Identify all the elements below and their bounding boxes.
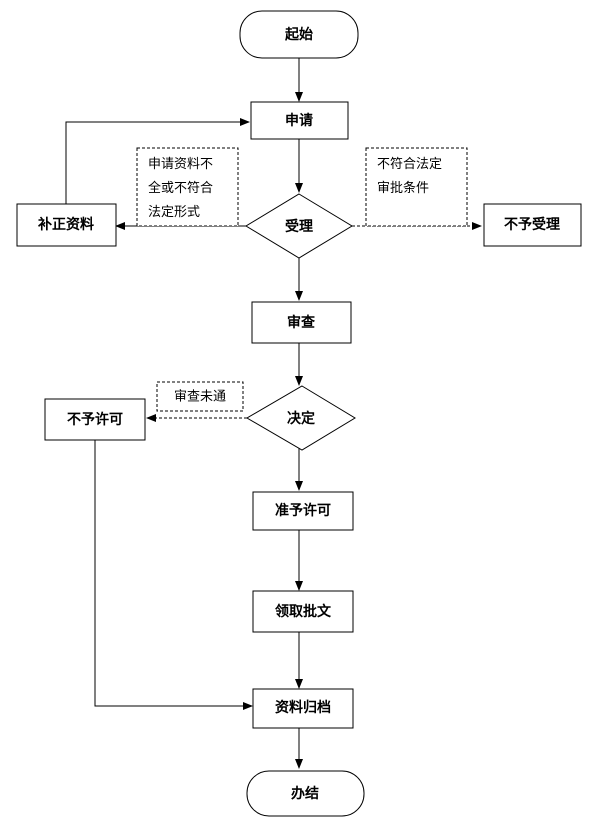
node-review-label: 审查 [287, 314, 316, 331]
node-deny-permit: 不予许可 [44, 398, 146, 441]
node-reject-accept: 不予受理 [483, 203, 582, 247]
arrow-deny-to-archive [94, 440, 253, 710]
note-incomplete-line-1: 申请资料不 [148, 157, 213, 172]
note-review-failed: 审查未通 [156, 381, 244, 412]
note-incomplete: 申请资料不 全或不符合 法定形式 [136, 147, 239, 227]
node-accept: 受理 [245, 193, 353, 259]
node-supplement: 补正资料 [16, 203, 117, 247]
node-end-label: 办结 [291, 785, 319, 802]
node-archive: 资料归档 [252, 688, 354, 729]
node-supplement-label: 补正资料 [37, 216, 94, 233]
node-decide: 决定 [246, 385, 356, 451]
node-reject-accept-label: 不予受理 [504, 216, 560, 233]
node-grant-permit-label: 准予许可 [275, 502, 331, 519]
node-apply-label: 申请 [285, 112, 313, 129]
node-apply: 申请 [250, 101, 349, 140]
note-not-qualified: 不符合法定 审批条件 [365, 147, 468, 227]
note-not-qualified-line-1: 不符合法定 [377, 156, 442, 172]
node-collect-doc-label: 领取批文 [275, 603, 332, 620]
node-grant-permit: 准予许可 [252, 491, 354, 531]
node-end: 办结 [246, 770, 365, 817]
node-accept-label: 受理 [285, 218, 313, 235]
arrow-supplement-to-apply [65, 118, 250, 204]
node-collect-doc: 领取批文 [252, 590, 354, 633]
node-deny-permit-label: 不予许可 [67, 411, 123, 428]
note-incomplete-line-2: 全或不符合 [148, 180, 213, 196]
node-start: 起始 [239, 10, 359, 59]
note-not-qualified-line-2: 审批条件 [377, 180, 429, 196]
note-incomplete-line-3: 法定形式 [148, 205, 200, 220]
node-decide-label: 决定 [287, 410, 315, 427]
node-start-label: 起始 [284, 26, 313, 43]
node-archive-label: 资料归档 [275, 699, 331, 716]
note-review-failed-label: 审查未通 [174, 390, 226, 405]
node-review: 审查 [251, 301, 352, 344]
